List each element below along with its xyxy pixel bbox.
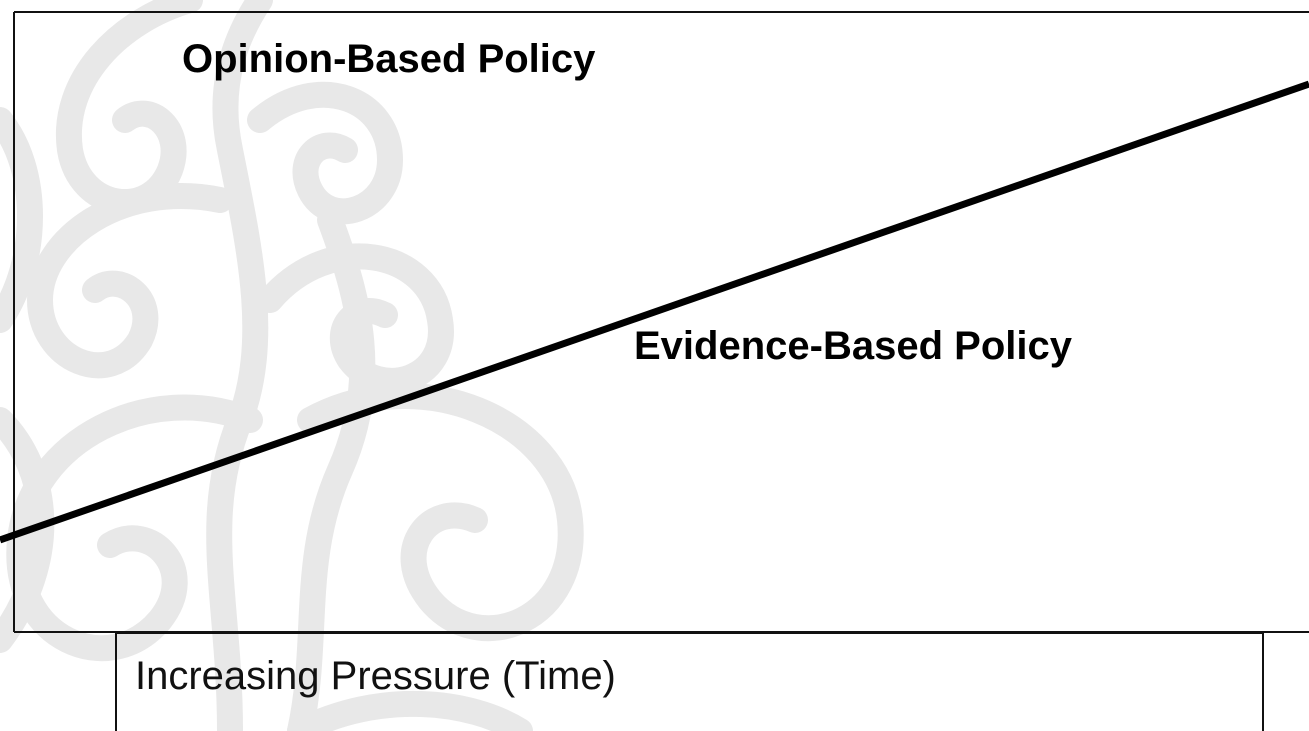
opinion-based-policy-label: Opinion-Based Policy <box>182 37 596 81</box>
evidence-based-policy-label: Evidence-Based Policy <box>634 324 1072 368</box>
axis-label: Increasing Pressure (Time) <box>135 654 616 698</box>
axis-label-box <box>115 632 1264 731</box>
policy-divider-line <box>0 80 1309 544</box>
